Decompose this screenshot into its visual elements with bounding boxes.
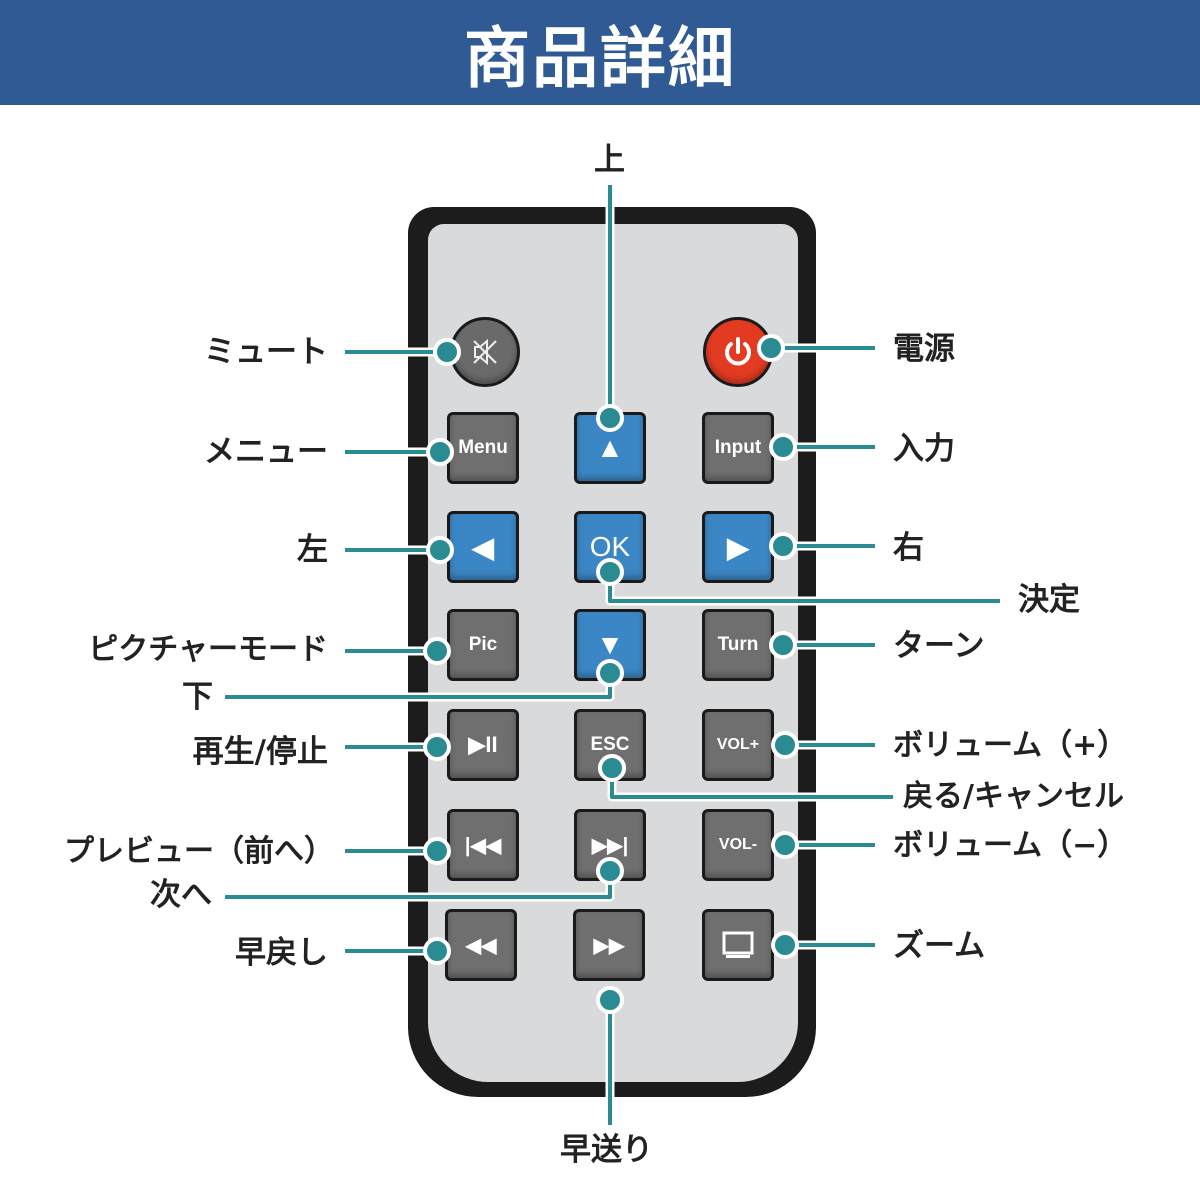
label-up: 上	[594, 142, 625, 178]
right-button: ▶	[702, 511, 774, 583]
mute-button	[450, 317, 520, 387]
label-esc: 戻る/キャンセル	[903, 779, 1124, 814]
power-button	[703, 317, 773, 387]
header-banner: 商品詳細	[0, 0, 1200, 105]
label-zoom: ズーム	[893, 928, 986, 964]
label-next: 次へ	[150, 877, 212, 913]
power-icon	[725, 337, 751, 366]
label-play-pause: 再生/停止	[192, 734, 328, 770]
label-prev: プレビュー（前へ）	[64, 834, 334, 869]
play-pause-button: ▶II	[447, 709, 519, 781]
label-picture-mode: ピクチャーモード	[88, 632, 328, 667]
label-rewind: 早戻し	[235, 935, 328, 971]
label-vol-plus: ボリューム（+）	[893, 728, 1128, 763]
label-ok: 決定	[1018, 582, 1080, 618]
turn-button: Turn	[702, 609, 774, 681]
label-turn: ターン	[893, 628, 985, 664]
page-title: 商品詳細	[464, 19, 736, 97]
label-left: 左	[297, 532, 328, 568]
label-input: 入力	[893, 431, 955, 467]
label-fast-forward: 早送り	[560, 1132, 653, 1168]
input-button: Input	[702, 412, 774, 484]
label-menu: メニュー	[204, 434, 328, 470]
prev-button: |◀◀	[447, 809, 519, 881]
vol-plus-button: VOL+	[702, 709, 774, 781]
label-mute: ミュート	[204, 334, 328, 370]
mute-icon	[473, 338, 497, 366]
label-power: 電源	[893, 331, 955, 367]
label-right: 右	[893, 530, 924, 566]
label-vol-minus: ボリューム（−）	[893, 828, 1128, 863]
fast-forward-button: ▶▶	[573, 909, 645, 981]
left-button: ◀	[447, 511, 519, 583]
label-down: 下	[182, 679, 213, 715]
screen-icon	[722, 931, 754, 958]
down-button: ▼	[574, 609, 646, 681]
